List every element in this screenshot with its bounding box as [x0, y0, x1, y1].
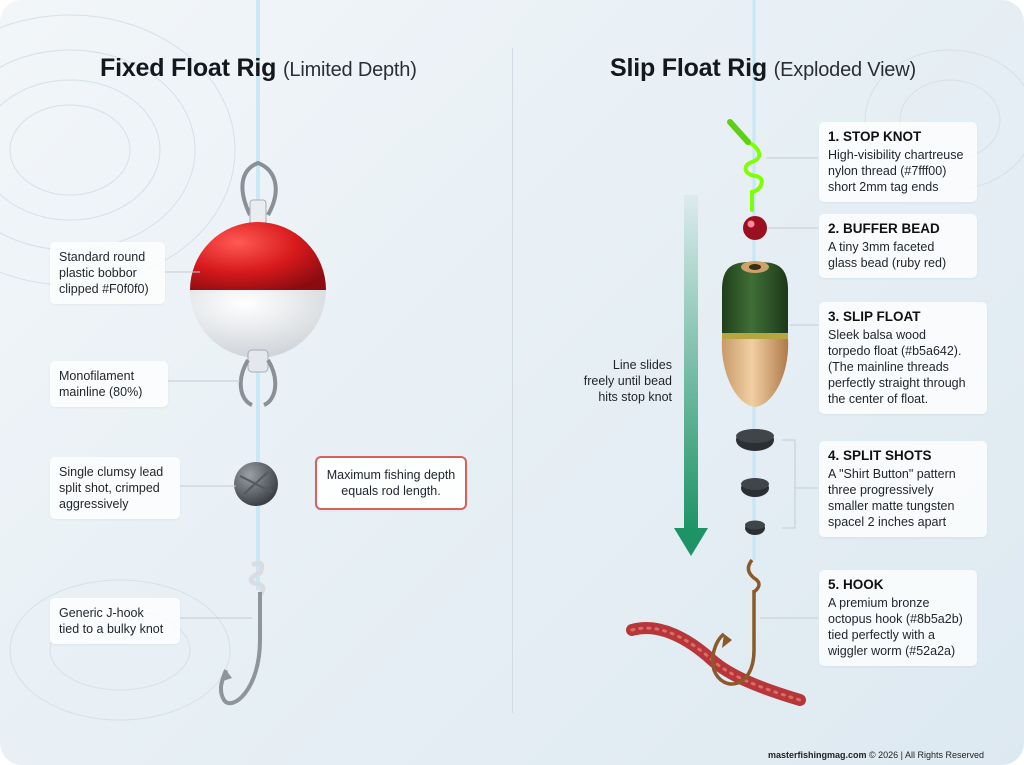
label-slip-float-line: torpedo float (#b5a642). [828, 344, 962, 358]
footer-rights: © 2026 | All Rights Reserved [866, 750, 984, 760]
label-stop-knot-line: short 2mm tag ends [828, 180, 939, 194]
octopus-hook-barb [722, 634, 732, 648]
slip-float-title: Slip Float Rig (Exploded View) [610, 54, 916, 83]
label-bobber-line: plastic bobbor [59, 266, 137, 280]
label-bobber-line: clipped #F0f0f0) [59, 282, 149, 296]
split-shot-crimp [239, 471, 273, 495]
label-j-hook: Generic J-hook tied to a bulky knot [50, 598, 180, 644]
bobber-bottom-clip [238, 358, 278, 407]
label-split-shots-line: spacel 2 inches apart [828, 515, 947, 529]
label-bobber-line: Standard round [59, 250, 146, 264]
label-split-shot-line: aggressively [59, 497, 129, 511]
bobber-white-half [190, 290, 326, 358]
buffer-bead-shine [747, 220, 755, 228]
label-bobber: Standard round plastic bobbor clipped #F… [50, 242, 165, 304]
octopus-hook [711, 590, 756, 686]
slide-arrow-head [674, 528, 708, 556]
label-hook: 5. HOOK A premium bronze octopus hook (#… [819, 570, 977, 666]
label-split-shots-line: three progressively [828, 483, 934, 497]
label-slip-float: 3. SLIP FLOAT Sleek balsa wood torpedo f… [819, 302, 987, 414]
split-shot-3-top [745, 520, 765, 530]
label-hook-line: tied perfectly with a [828, 628, 935, 642]
hook-knot [746, 558, 761, 594]
label-buffer-bead-line: A tiny 3mm faceted [828, 240, 935, 254]
label-slip-float-heading: 3. SLIP FLOAT [828, 309, 921, 324]
line-slides-note-line: hits stop knot [598, 390, 672, 404]
j-hook-barb [220, 670, 232, 682]
fixed-float-subtitle: (Limited Depth) [282, 59, 417, 81]
slip-float-top [722, 262, 788, 335]
label-j-hook-line: tied to a bulky knot [59, 622, 164, 636]
label-split-shot-line: split shot, crimped [59, 481, 160, 495]
slip-float-body [721, 339, 789, 407]
panel-divider [512, 48, 513, 713]
label-buffer-bead: 2. BUFFER BEAD A tiny 3mm faceted glass … [819, 214, 977, 278]
stop-knot-tag [727, 119, 751, 145]
right-connectors [760, 157, 818, 619]
footer-site-link[interactable]: masterfishingmag.com [767, 750, 867, 760]
label-mainline: Monofilament mainline (80%) [50, 361, 168, 407]
bobber-bottom-stem [247, 349, 269, 373]
line-slides-note: Line slides freely until bead hits stop … [572, 357, 672, 405]
slip-float-subtitle: (Exploded View) [773, 59, 916, 81]
label-slip-float-line: perfectly straight through [828, 376, 966, 390]
label-j-hook-line: Generic J-hook [59, 606, 144, 620]
label-stop-knot-line: nylon thread (#7fff00) [828, 164, 947, 178]
line-slides-note-line: freely until bead [583, 374, 672, 388]
bobber-red-half [190, 222, 326, 290]
label-hook-heading: 5. HOOK [828, 577, 884, 592]
fixed-float-title: Fixed Float Rig (Limited Depth) [100, 54, 417, 83]
depth-warning-box: Maximum fishing depth equals rod length. [315, 456, 467, 510]
depth-warning-line: Maximum fishing depth [326, 468, 456, 482]
label-split-shot-line: Single clumsy lead [59, 465, 164, 479]
label-slip-float-line: (The mainline threads [828, 360, 949, 374]
label-split-shots-heading: 4. SPLIT SHOTS [828, 448, 932, 463]
label-split-shots: 4. SPLIT SHOTS A "Shirt Button" pattern … [819, 441, 987, 537]
copyright-footer: masterfishingmag.com © 2026 | All Rights… [768, 750, 984, 760]
buffer-bead [743, 216, 767, 240]
fixed-float-title-main: Fixed Float Rig [100, 54, 277, 82]
label-split-shots-line: smaller matte tungsten [828, 499, 955, 513]
label-mainline-line: Monofilament [59, 369, 135, 383]
label-hook-line: A premium bronze [828, 596, 930, 610]
depth-warning-line: equals rod length. [341, 484, 441, 498]
label-buffer-bead-heading: 2. BUFFER BEAD [828, 221, 940, 236]
label-buffer-bead-line: glass bead (ruby red) [828, 256, 947, 270]
slip-float-band [722, 333, 788, 339]
label-stop-knot: 1. STOP KNOT High-visibility chartreuse … [819, 122, 977, 202]
label-hook-line: octopus hook (#8b5a2b) [828, 612, 963, 626]
stop-knot [728, 120, 764, 212]
label-stop-knot-heading: 1. STOP KNOT [828, 129, 922, 144]
slip-float-title-main: Slip Float Rig [610, 54, 767, 82]
line-slides-note-line: Line slides [612, 358, 672, 372]
label-slip-float-line: Sleek balsa wood [828, 328, 926, 342]
j-hook [218, 592, 262, 706]
label-mainline-line: mainline (80%) [59, 385, 143, 399]
label-slip-float-line: the center of float. [828, 392, 929, 406]
split-shot-2-top [741, 478, 769, 490]
label-split-shots-line: A "Shirt Button" pattern [828, 467, 956, 481]
left-connectors [165, 271, 252, 619]
slide-arrow-shaft [684, 195, 698, 530]
slip-float-hole [749, 264, 761, 270]
label-stop-knot-line: High-visibility chartreuse [828, 148, 964, 162]
split-shot-1-top [736, 429, 774, 443]
bulky-knot [248, 560, 266, 597]
label-split-shot: Single clumsy lead split shot, crimped a… [50, 457, 180, 519]
label-hook-line: wiggler worm (#52a2a) [828, 644, 956, 658]
split-shot-bracket [782, 439, 796, 529]
bobber-top-clip [240, 160, 278, 216]
